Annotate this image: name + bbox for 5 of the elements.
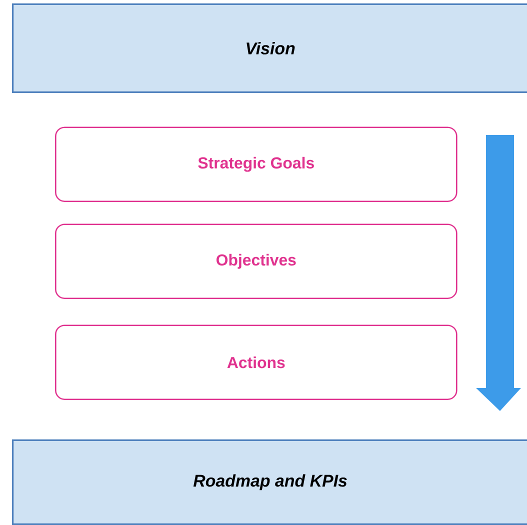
banner-box: Vision <box>12 3 527 93</box>
rounded-box: Objectives <box>55 224 458 299</box>
rounded-box: Strategic Goals <box>55 126 458 202</box>
rounded-box: Actions <box>55 324 458 400</box>
banner-box: Roadmap and KPIs <box>12 439 527 525</box>
